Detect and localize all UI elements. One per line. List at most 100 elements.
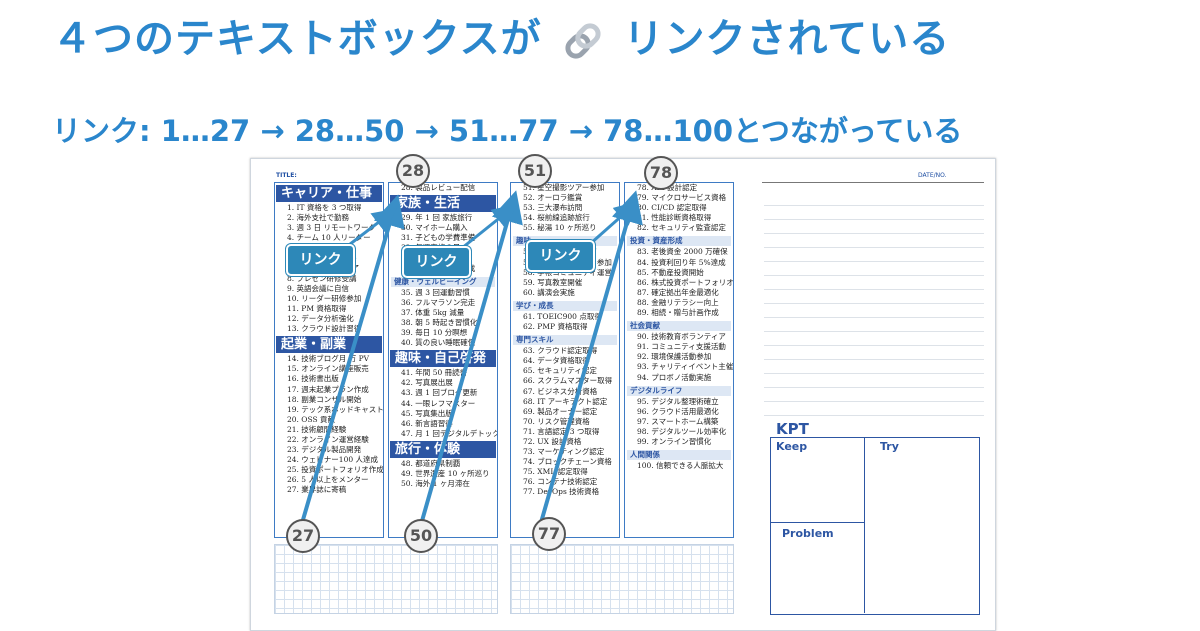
goal-item: 31. 子どもの学費準備 xyxy=(401,233,476,243)
goal-item: 70. リスク管理資格 xyxy=(523,416,590,426)
goal-item: 1. IT 資格を 3 つ取得 xyxy=(287,203,362,212)
section-heading: キャリア・仕事 xyxy=(276,185,382,202)
goal-item: 54. 桜前線追跡旅行 xyxy=(523,213,590,223)
goal-item: 29. 年 1 回 家族旅行 xyxy=(401,213,473,223)
goal-item: 23. デジタル製品開発 xyxy=(287,445,362,455)
goal-item: 98. デジタルツール効率化 xyxy=(637,426,727,436)
goal-item: 77. DevOps 技術資格 xyxy=(523,487,600,497)
goal-item: 12. データ分析強化 xyxy=(287,314,354,324)
goal-item: 36. フルマラソン完走 xyxy=(401,297,476,307)
goal-item: 80. CI/CD 認定取得 xyxy=(637,203,707,213)
goal-item: 39. 毎日 10 分瞑想 xyxy=(401,328,468,338)
section-heading: 趣味・自己啓発 xyxy=(390,350,496,368)
goal-item: 24. ウェビナー100 人達成 xyxy=(287,455,379,465)
goal-item: 14. 技術ブログ月 万 PV xyxy=(287,354,370,364)
goal-item: 94. プロボノ活動実施 xyxy=(637,372,712,382)
goal-item: 9. 英語会議に自信 xyxy=(287,283,350,293)
goal-item: 21. 技術顧問経験 xyxy=(287,424,347,434)
goal-item: 27. 業界誌に寄稿 xyxy=(287,485,347,495)
goal-item: 71. 言語認定 3 つ取得 xyxy=(523,426,600,436)
goal-item: 78. API 設計認定 xyxy=(637,183,698,192)
section-heading: 旅行・体験 xyxy=(390,440,496,458)
subsection-heading: 社会貢献 xyxy=(627,321,731,332)
ruled-area xyxy=(764,192,984,420)
goal-item: 53. 三大瀑布訪問 xyxy=(523,203,583,213)
goal-item: 68. IT アーキテクト認定 xyxy=(523,396,608,406)
goal-item: 13. クラウド設計習得 xyxy=(287,324,362,334)
link-icon xyxy=(564,23,601,59)
goal-item: 64. データ資格取得 xyxy=(523,356,590,366)
kpt-try-label: Try xyxy=(880,440,899,453)
goal-item: 82. セキュリティ監査認定 xyxy=(637,223,726,233)
goal-item: 4. チーム 10 人リーダー xyxy=(287,233,371,243)
goal-item: 35. 週 3 回運動習慣 xyxy=(401,287,470,297)
goal-item: 50. 海外 1 ヶ月滞在 xyxy=(401,479,470,489)
goal-item: 92. 環境保護活動参加 xyxy=(637,352,712,362)
subsection-heading: 健康・ウェルビーイング xyxy=(391,276,495,287)
goal-item: 3. 週 3 日 リモートワーク xyxy=(287,223,376,233)
kpt-title: KPT xyxy=(776,420,809,438)
heading-part2: リンクされている xyxy=(623,16,951,62)
marker-78: 78 xyxy=(644,156,678,190)
heading-part1: ４つのテキストボックスが xyxy=(52,16,542,62)
goal-item: 30. マイホーム購入 xyxy=(401,223,468,233)
goal-item: 49. 世界遺産 10 ヶ所巡り xyxy=(401,468,490,478)
goal-item: 17. 週末起業プラン作成 xyxy=(287,384,369,394)
goal-item: 63. クラウド認定取得 xyxy=(523,346,598,356)
goal-item: 44. 一眼レフマスター xyxy=(401,398,476,408)
grid-area-right xyxy=(510,544,734,614)
goal-item: 48. 都道府県制覇 xyxy=(401,458,461,468)
date-line xyxy=(762,182,984,183)
goal-item: 46. 新言語習得 xyxy=(401,418,453,428)
goal-item: 79. マイクロサービス資格 xyxy=(637,193,727,203)
goal-item: 45. 写真集出版 xyxy=(401,408,453,418)
goal-item: 41. 年間 50 冊読書 xyxy=(401,368,468,378)
goal-item: 81. 性能診断資格取得 xyxy=(637,213,712,223)
kpt-divider-horizontal xyxy=(770,522,864,523)
goal-item: 86. 株式投資ポートフォリオ xyxy=(637,277,734,287)
goal-item: 26. 5 人以上をメンター xyxy=(287,475,369,485)
goal-item: 91. コミュニティ支援活動 xyxy=(637,342,726,352)
goal-item: 83. 老後資金 2000 万確保 xyxy=(637,247,728,257)
goal-item: 89. 相続・贈与計画作成 xyxy=(637,308,719,318)
grid-area-left xyxy=(274,544,498,614)
goal-item: 42. 写真展出展 xyxy=(401,378,453,388)
link-callout-1: リンク xyxy=(286,244,355,276)
goal-item: 90. 技術教育ボランティア xyxy=(637,332,726,342)
goal-item: 22. オンライン運営経験 xyxy=(287,434,369,444)
goal-item: 75. XML 認定取得 xyxy=(523,467,588,477)
goal-item: 67. ビジネス分析資格 xyxy=(523,386,598,396)
goal-item: 51. 星空撮影ツアー参加 xyxy=(523,183,605,192)
goal-item: 87. 確定拠出年金最適化 xyxy=(637,287,719,297)
goal-item: 76. コンテナ技術認定 xyxy=(523,477,598,487)
goal-item: 72. UX 設計資格 xyxy=(523,436,582,446)
goal-item: 25. 投資ポートフォリオ作成 xyxy=(287,465,384,475)
subsection-heading: 専門スキル xyxy=(513,335,617,346)
marker-51: 51 xyxy=(518,154,552,188)
goal-item: 93. チャリティイベント主催 xyxy=(637,362,734,372)
kpt-keep-label: Keep xyxy=(776,440,808,453)
goal-item: 37. 体重 5kg 減量 xyxy=(401,307,465,317)
goal-item: 16. 技術書出版 xyxy=(287,374,339,384)
goal-item: 85. 不動産投資開始 xyxy=(637,267,704,277)
goal-item: 52. オーロラ鑑賞 xyxy=(523,193,583,203)
marker-77: 77 xyxy=(532,517,566,551)
goal-item: 10. リーダー研修参加 xyxy=(287,293,362,303)
goal-item: 11. PM 資格取得 xyxy=(287,303,347,313)
goal-item: 74. ブロックチェーン資格 xyxy=(523,457,612,467)
goal-item: 84. 投資利回り年 5%達成 xyxy=(637,257,726,267)
subheading: リンク: 1…27 → 28…50 → 51…77 → 78…100とつながって… xyxy=(52,114,963,148)
marker-50: 50 xyxy=(404,519,438,553)
goal-item: 2. 海外支社で勤務 xyxy=(287,213,350,223)
goal-item: 19. テック系ポッドキャスト xyxy=(287,404,384,414)
goal-item: 66. スクラムマスター取得 xyxy=(523,376,613,386)
section-heading: 家族・生活 xyxy=(390,195,496,213)
marker-27: 27 xyxy=(286,519,320,553)
subsection-heading: 人間関係 xyxy=(627,450,731,461)
subsection-heading: デジタルライフ xyxy=(627,385,731,396)
goal-item: 20. OSS 貢献 xyxy=(287,414,335,424)
